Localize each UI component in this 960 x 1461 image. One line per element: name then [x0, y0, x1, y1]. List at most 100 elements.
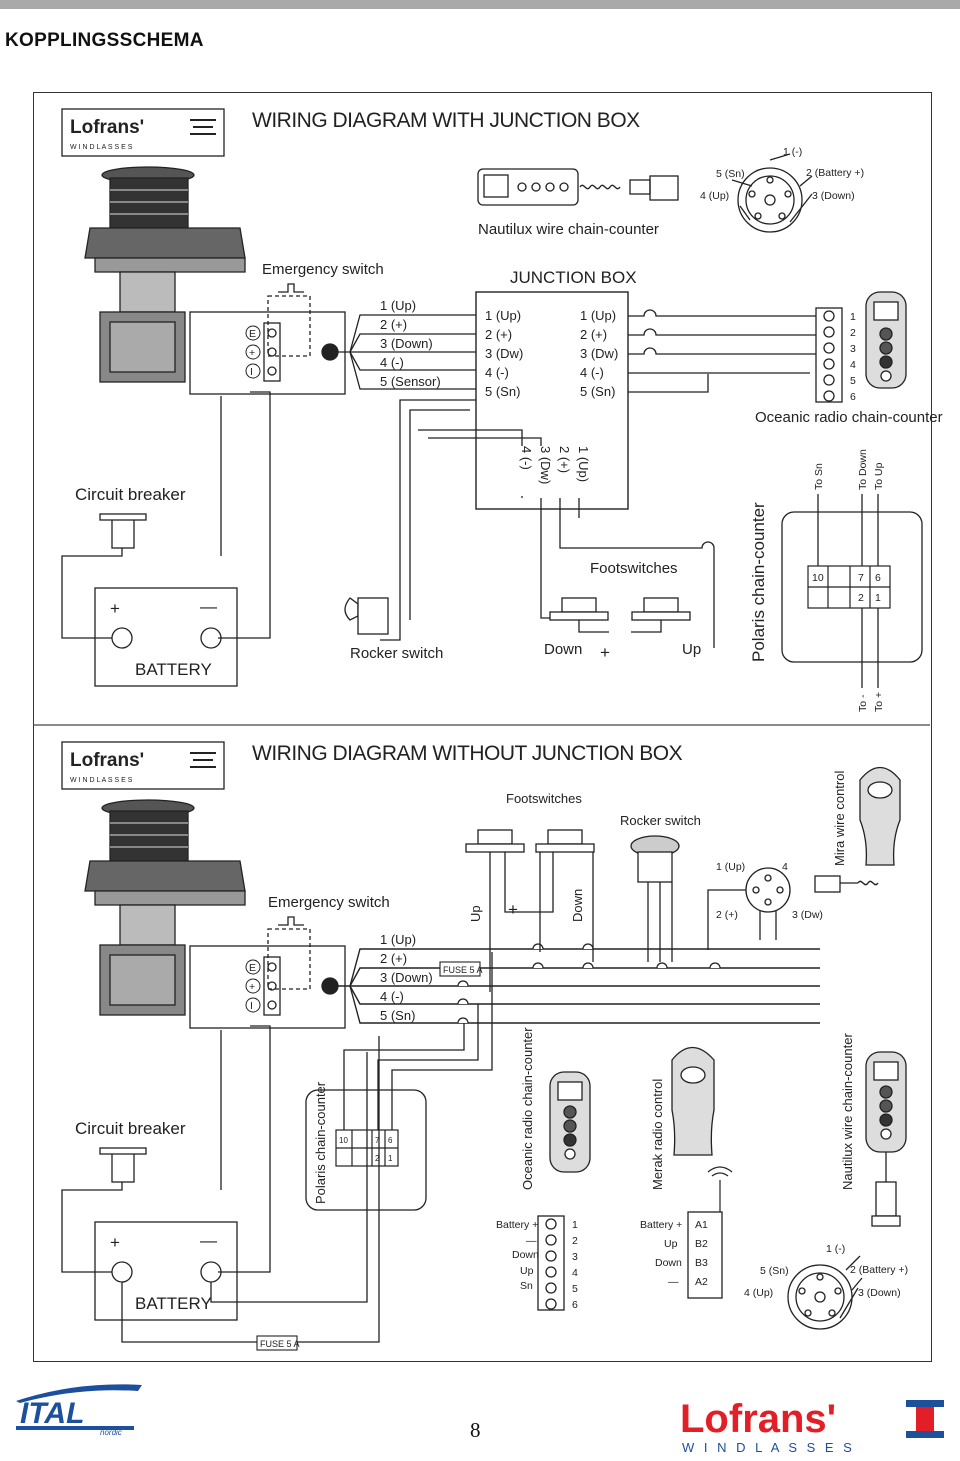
lofrans-footer-wordmark: Lofrans' — [680, 1397, 836, 1441]
battery-plus-1: + — [110, 599, 120, 618]
circuit-breaker-label-2: Circuit breaker — [75, 1119, 186, 1138]
svg-text:2 (+): 2 (+) — [557, 446, 572, 473]
footswitch-up-label-1: Up — [682, 641, 701, 658]
nautilux-label-2: Nautilux wire chain-counter — [840, 1033, 855, 1190]
footswitch-down-label-2: Down — [570, 889, 585, 922]
svg-text:4 (-): 4 (-) — [485, 365, 509, 380]
mira-pins: 1 (Up) 4 2 (+) 3 (Dw) — [716, 861, 823, 921]
merak-label: Merak radio control — [650, 1079, 665, 1190]
page-heading: KOPPLINGSSCHEMA — [5, 30, 204, 51]
ital-wordmark: ITAL — [20, 1397, 84, 1430]
motor-wires-2: 1 (Up) 2 (+) 3 (Down) 4 (-) 5 (Sn) — [380, 932, 433, 1023]
svg-text:To Sn: To Sn — [813, 463, 825, 490]
junction-box-left-terminals: 1 (Up) 2 (+) 3 (Dw) 4 (-) 5 (Sn) — [485, 308, 523, 399]
polaris-label-1: Polaris chain-counter — [749, 502, 768, 662]
lofrans-wordmark-2: Lofrans' — [70, 750, 144, 771]
terminal-plus: + — [249, 347, 255, 359]
svg-text:3 (Down): 3 (Down) — [380, 336, 433, 351]
diagram2-title: WIRING DIAGRAM WITHOUT JUNCTION BOX — [252, 742, 683, 765]
svg-text:2: 2 — [850, 327, 856, 339]
connector-5pin-1 — [731, 153, 813, 233]
svg-text:B2: B2 — [695, 1238, 708, 1250]
footswitch-right-2 — [535, 829, 595, 853]
lofrans-logo-1: Lofrans' W I N D L A S S E S — [61, 108, 225, 157]
svg-text:1 (Up): 1 (Up) — [580, 308, 616, 323]
svg-text:To Up: To Up — [873, 462, 885, 490]
svg-text:Down: Down — [512, 1249, 539, 1261]
svg-text:1 (Up): 1 (Up) — [380, 932, 416, 947]
svg-text:5 (Sn): 5 (Sn) — [380, 1008, 415, 1023]
emergency-switch-2 — [267, 916, 311, 990]
svg-text:5 (Sn): 5 (Sn) — [485, 384, 520, 399]
battery-1 — [61, 391, 271, 687]
svg-text:2 (+): 2 (+) — [485, 327, 512, 342]
svg-text:Battery +: Battery + — [640, 1219, 682, 1231]
svg-text:—: — — [668, 1276, 679, 1288]
svg-text:2: 2 — [572, 1235, 578, 1247]
oceanic-terminal-numbers-1: 1 2 3 4 5 6 — [850, 311, 856, 403]
svg-text:4 (-): 4 (-) — [380, 355, 404, 370]
oceanic-terminal-labels-2: Battery + — Down Up Sn — [496, 1219, 539, 1292]
top-rule — [0, 0, 960, 9]
svg-text:2 (+): 2 (+) — [380, 317, 407, 332]
motor-terminals-2: E + I — [245, 959, 261, 1013]
footswitch-up-1 — [631, 597, 691, 621]
battery-minus-2: — — [200, 1231, 217, 1250]
svg-text:1: 1 — [875, 592, 881, 604]
mira-connector — [707, 867, 791, 950]
motor-wires-1: 1 (Up) 2 (+) 3 (Down) 4 (-) 5 (Sensor) — [380, 298, 441, 389]
svg-text:7: 7 — [858, 572, 864, 584]
svg-text:2 (+): 2 (+) — [380, 951, 407, 966]
svg-text:3 (Down): 3 (Down) — [812, 190, 855, 202]
junction-box-bottom-terminals: 4 (-) 3 (Dw) 2 (+) 1 (Up) — [519, 446, 591, 484]
svg-text:6: 6 — [388, 1136, 393, 1145]
svg-text:4 (-): 4 (-) — [519, 446, 534, 470]
svg-text:4 (Up): 4 (Up) — [744, 1287, 773, 1299]
svg-text:1 (-): 1 (-) — [826, 1243, 845, 1255]
merak-remote — [671, 1046, 715, 1156]
nautilux-remote-2 — [865, 1051, 907, 1227]
svg-text:2 (Battery +): 2 (Battery +) — [806, 167, 864, 179]
polaris-bottom-labels-1: To - To + — [857, 692, 885, 712]
oceanic-terminal-numbers-2: 1 2 3 4 5 6 — [572, 1219, 578, 1311]
svg-text:1: 1 — [850, 311, 856, 323]
antenna-icon — [707, 1166, 733, 1212]
svg-text:6: 6 — [572, 1299, 578, 1311]
windlasses-wordmark-1: W I N D L A S S E S — [70, 144, 133, 151]
polaris-connector-2 — [335, 1129, 399, 1167]
svg-text:1 (Up): 1 (Up) — [380, 298, 416, 313]
svg-text:1 (Up): 1 (Up) — [576, 446, 591, 482]
svg-text:Up: Up — [664, 1238, 678, 1250]
connector-pins-1: 1 (-) 2 (Battery +) 3 (Down) 4 (Up) 5 (S… — [700, 146, 864, 202]
lofrans-logo-2: Lofrans' W I N D L A S S E S — [61, 741, 225, 790]
svg-text:Up: Up — [520, 1265, 534, 1277]
motor-terminals-1: E + I — [245, 325, 261, 379]
svg-text:4: 4 — [850, 359, 856, 371]
svg-text:5 (Sn): 5 (Sn) — [580, 384, 615, 399]
svg-text:4: 4 — [782, 861, 788, 873]
diagram-without-junction-box: Lofrans' W I N D L A S S E S WIRING DIAG… — [61, 741, 908, 1351]
mira-label: Mira wire control — [832, 771, 847, 866]
fuse-bottom: FUSE 5 A — [256, 1335, 300, 1351]
svg-text:3 (Dw): 3 (Dw) — [580, 346, 618, 361]
connector-pins-2: 1 (-) 2 (Battery +) 3 (Down) 4 (Up) 5 (S… — [744, 1243, 908, 1299]
svg-text:To -: To - — [857, 694, 869, 712]
footswitches-label-1: Footswitches — [590, 560, 678, 577]
polaris-pins-1: 10 7 6 2 1 — [812, 572, 881, 604]
footswitch-down-1 — [549, 597, 609, 621]
svg-text:6: 6 — [850, 391, 856, 403]
svg-text:1 (Up): 1 (Up) — [485, 308, 521, 323]
emergency-switch-1 — [267, 283, 311, 357]
merak-terminal-labels: Battery + Up Down — — [640, 1219, 682, 1288]
oceanic-label-2: Oceanic radio chain-counter — [520, 1027, 535, 1190]
control-box-1 — [189, 311, 346, 395]
svg-text:4 (-): 4 (-) — [380, 989, 404, 1004]
polaris-box-2 — [305, 1089, 427, 1211]
circuit-breaker-label-1: Circuit breaker — [75, 485, 186, 504]
ital-nordic-logo: ITAL nordic — [16, 1384, 142, 1435]
terminal-e: E — [249, 328, 256, 340]
oceanic-remote-2 — [549, 1071, 591, 1173]
polaris-top-labels-1: To Sn To Down To Up — [813, 449, 885, 490]
diagram-with-junction-box: Lofrans' W I N D L A S S E S WIRING DIAG… — [61, 108, 943, 712]
